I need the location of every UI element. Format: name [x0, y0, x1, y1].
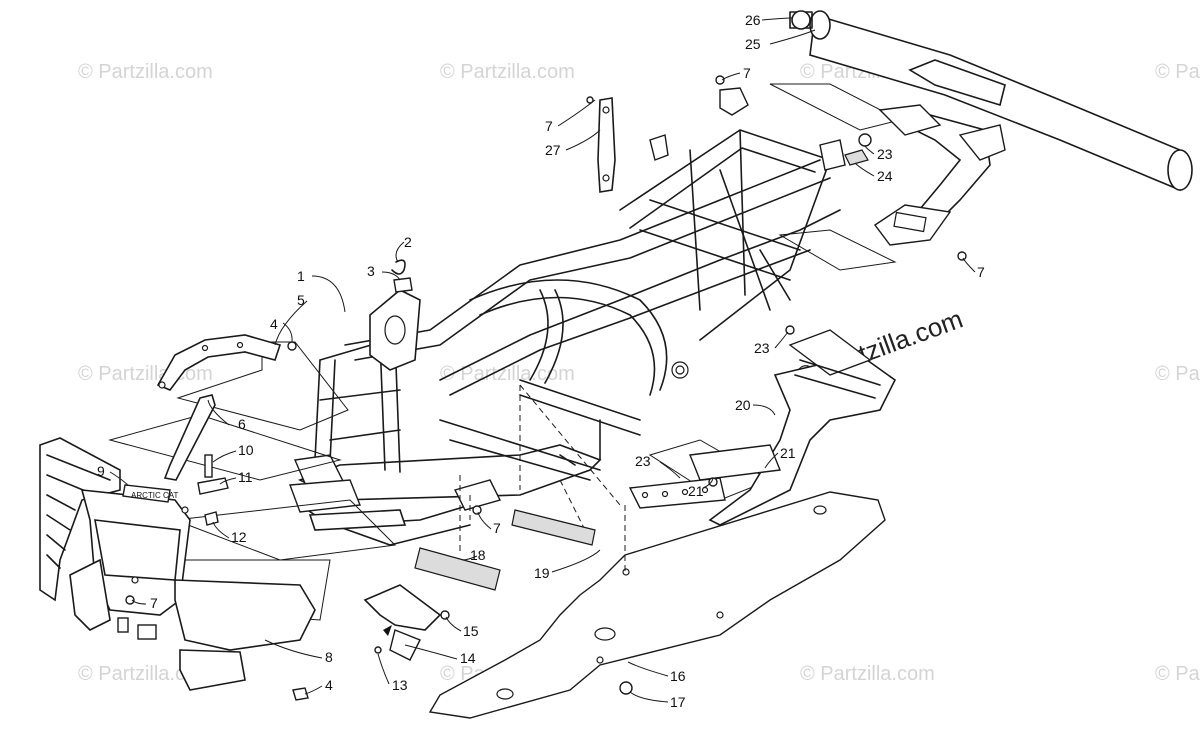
- rear-rack: [789, 10, 1193, 246]
- watermark: © Partzilla.com: [78, 663, 213, 685]
- callout-9: 9: [97, 463, 105, 479]
- callout-15: 15: [463, 623, 479, 639]
- callout-8: 8: [325, 649, 333, 665]
- callout-21: 21: [688, 483, 704, 499]
- front-bumper: ARCTIC CAT: [39, 437, 316, 691]
- watermark: © Partzilla.com: [1155, 61, 1200, 83]
- callout-26: 26: [745, 12, 761, 28]
- callout-labels: 1 2 3 4 4 5 6 7 7 7 7 7 8 9 10 11 12 13 …: [97, 12, 985, 710]
- bumper-brace: [163, 394, 216, 481]
- callout-17: 17: [670, 694, 686, 710]
- callout-23: 23: [754, 340, 770, 356]
- foam-pads: [414, 509, 596, 591]
- watermark: © Partzilla.com: [440, 61, 575, 83]
- bracket-hardware: [197, 454, 229, 526]
- rack-hardware: [715, 75, 967, 261]
- callout-23: 23: [635, 453, 651, 469]
- callout-27: 27: [545, 142, 561, 158]
- callout-16: 16: [670, 668, 686, 684]
- right-footrest: [628, 325, 897, 526]
- watermark: © Partzilla.com: [1155, 663, 1200, 685]
- callout-4: 4: [325, 677, 333, 693]
- callout-6: 6: [238, 416, 246, 432]
- callout-11: 11: [238, 469, 253, 485]
- callout-7: 7: [977, 264, 985, 280]
- small-hardware: [125, 259, 633, 701]
- callout-20: 20: [735, 397, 751, 413]
- callout-18: 18: [470, 547, 486, 563]
- rear-brace: [586, 96, 616, 193]
- callout-7: 7: [150, 595, 158, 611]
- bumper-logo: ARCTIC CAT: [131, 491, 179, 500]
- watermark: © Partzilla.com: [440, 363, 575, 385]
- callout-2: 2: [404, 234, 412, 250]
- watermark: © Partzilla.com: [78, 61, 213, 83]
- watermark: © Partzilla.com: [800, 663, 935, 685]
- center-bracket: [363, 584, 450, 661]
- leader-lines: [109, 17, 976, 703]
- callout-12: 12: [231, 529, 247, 545]
- callout-24: 24: [877, 168, 893, 184]
- callout-1: 1: [297, 268, 305, 284]
- callout-23: 23: [877, 146, 893, 162]
- callout-19: 19: [534, 565, 550, 581]
- callout-13: 13: [392, 677, 408, 693]
- callout-7: 7: [545, 118, 553, 134]
- watermark: © Partzilla.com: [1155, 363, 1200, 385]
- callout-7: 7: [493, 520, 501, 536]
- callout-4: 4: [270, 316, 278, 332]
- callout-14: 14: [460, 650, 476, 666]
- callout-25: 25: [745, 36, 761, 52]
- callout-10: 10: [238, 442, 254, 458]
- front-bumper-bracket: [156, 334, 282, 391]
- callout-21: 21: [780, 445, 796, 461]
- callout-3: 3: [367, 263, 375, 279]
- callout-7: 7: [743, 65, 751, 81]
- main-frame: [289, 87, 846, 546]
- callout-5: 5: [297, 292, 305, 308]
